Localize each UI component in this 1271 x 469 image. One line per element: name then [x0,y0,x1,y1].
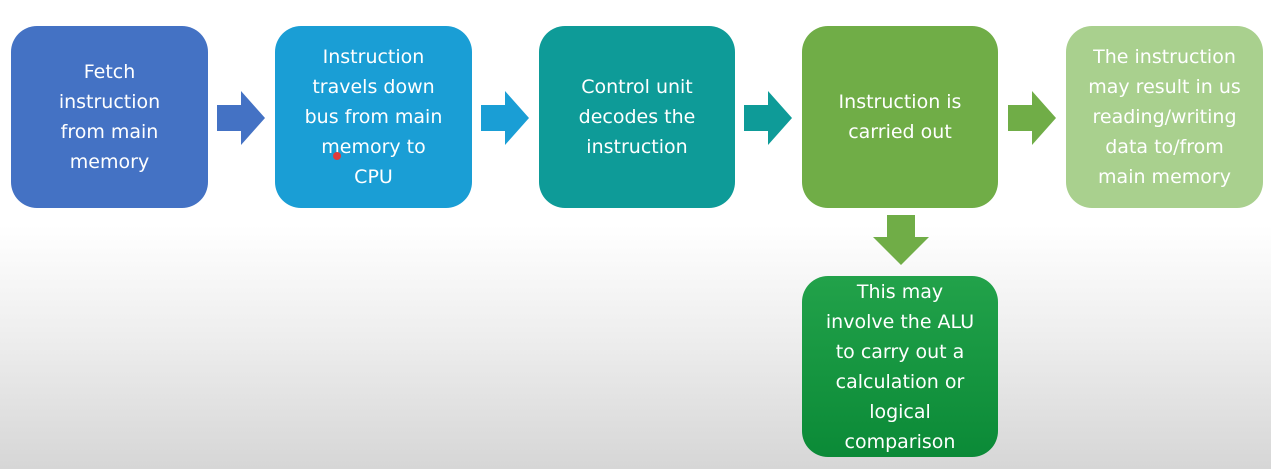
branch-alu-line: comparison [844,430,956,453]
branch-alu-line: calculation or [835,370,965,393]
branch-alu-line: logical [869,400,931,423]
right-arrow-icon [1008,91,1056,145]
step-travel-line: CPU [354,166,393,188]
step-fetch-line: instruction [58,91,161,113]
right-arrow-icon [481,91,529,145]
branch-alu-line: to carry out a [835,340,965,363]
step-execute-line: carried out [848,121,952,143]
cursor-dot [333,152,341,160]
step-fetch-line: from main [60,121,159,143]
step-readwrite-line: data to/from [1105,136,1224,158]
step-travel-line: travels down [312,76,435,98]
right-arrow-icon [744,91,792,145]
branch-alu-box: This may involve the ALU to carry out a … [802,276,998,457]
step-readwrite-line: The instruction [1093,46,1236,68]
step-execute-line: Instruction is [838,91,962,113]
step-travel-line: Instruction [322,46,425,68]
step-travel-line: bus from main [304,106,443,128]
step-readwrite-line: main memory [1098,166,1231,188]
step-decode-box: Control unit decodes the instruction [539,26,735,208]
step-fetch-line: memory [69,151,150,173]
step-travel-box: Instruction travels down bus from main m… [275,26,472,208]
step-readwrite-line: reading/writing [1092,106,1237,128]
right-arrow-icon [217,91,265,145]
step-travel-line: memory to [321,136,426,158]
branch-alu-line: involve the ALU [825,310,975,333]
step-decode-line: instruction [586,136,688,158]
step-fetch-box: Fetch instruction from main memory [11,26,208,208]
step-decode-line: Control unit [581,76,693,98]
step-readwrite-box: The instruction may result in us reading… [1066,26,1263,208]
branch-alu-line: This may [856,280,944,303]
step-fetch-line: Fetch [83,61,136,83]
step-readwrite-line: may result in us [1088,76,1241,98]
down-arrow-icon [873,215,929,265]
step-execute-box: Instruction is carried out [802,26,998,208]
step-decode-line: decodes the [578,106,696,128]
